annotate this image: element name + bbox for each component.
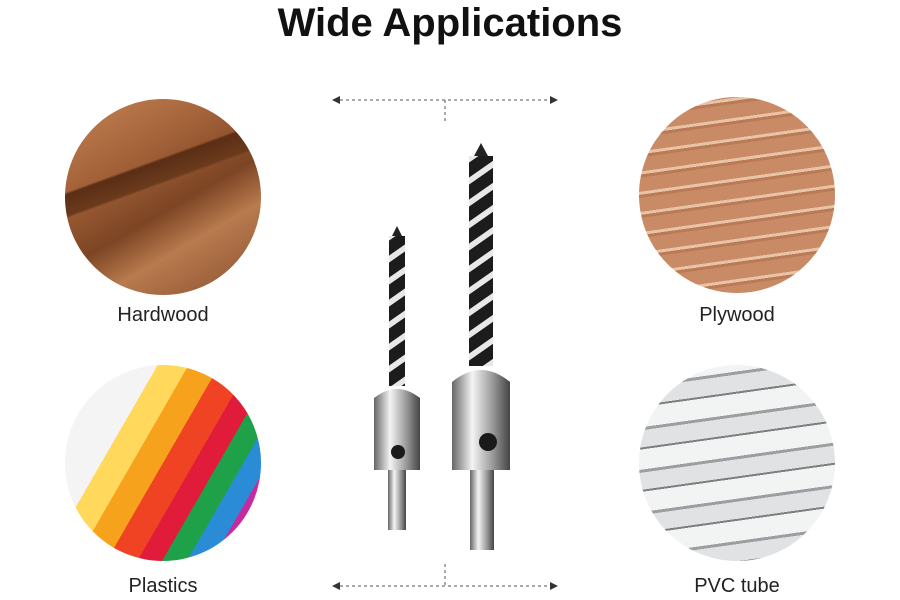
large-drill-bit [452, 143, 510, 550]
hardwood-label: Hardwood [117, 304, 209, 326]
small-drill-bit [374, 226, 420, 530]
plywood-image [639, 97, 835, 293]
plywood-label: Plywood [699, 304, 775, 326]
pvc-label: PVC tube [694, 575, 780, 597]
dashed-arrow-bottom [332, 564, 558, 590]
plastics-label: Plastics [128, 575, 198, 597]
dashed-arrow-top [332, 96, 558, 122]
plastics-image [65, 365, 261, 561]
pvc-image [639, 365, 835, 561]
page-title: Wide Applications [277, 1, 623, 45]
hardwood-image [65, 99, 261, 295]
